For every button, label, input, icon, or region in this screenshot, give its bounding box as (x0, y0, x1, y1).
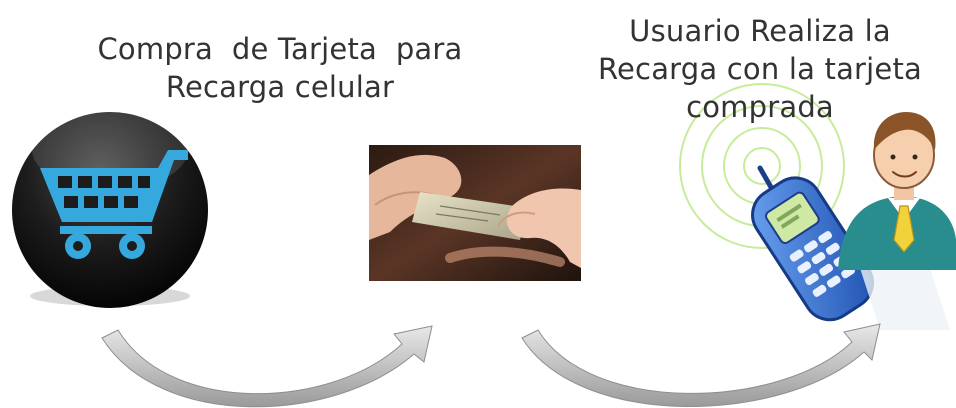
shopping-cart-icon (12, 110, 208, 308)
businessman-icon (838, 112, 956, 330)
step3-caption: Usuario Realiza la Recarga con la tarjet… (590, 12, 930, 126)
step1-caption-line: Recarga celular (165, 70, 395, 104)
arrow-step2-to-step3 (521, 323, 881, 408)
step1-caption-line: Compra de Tarjeta para (97, 32, 463, 66)
step1-caption: Compra de Tarjeta para Recarga celular (70, 30, 490, 106)
step3-caption-line: Usuario Realiza la (629, 14, 891, 48)
mobile-phone-icon (751, 165, 875, 322)
hands-holding-card-photo (369, 145, 581, 281)
arrow-step1-to-step2 (101, 325, 433, 408)
step3-caption-line: comprada (686, 90, 834, 124)
step3-caption-line: Recarga con la tarjeta (597, 52, 923, 86)
